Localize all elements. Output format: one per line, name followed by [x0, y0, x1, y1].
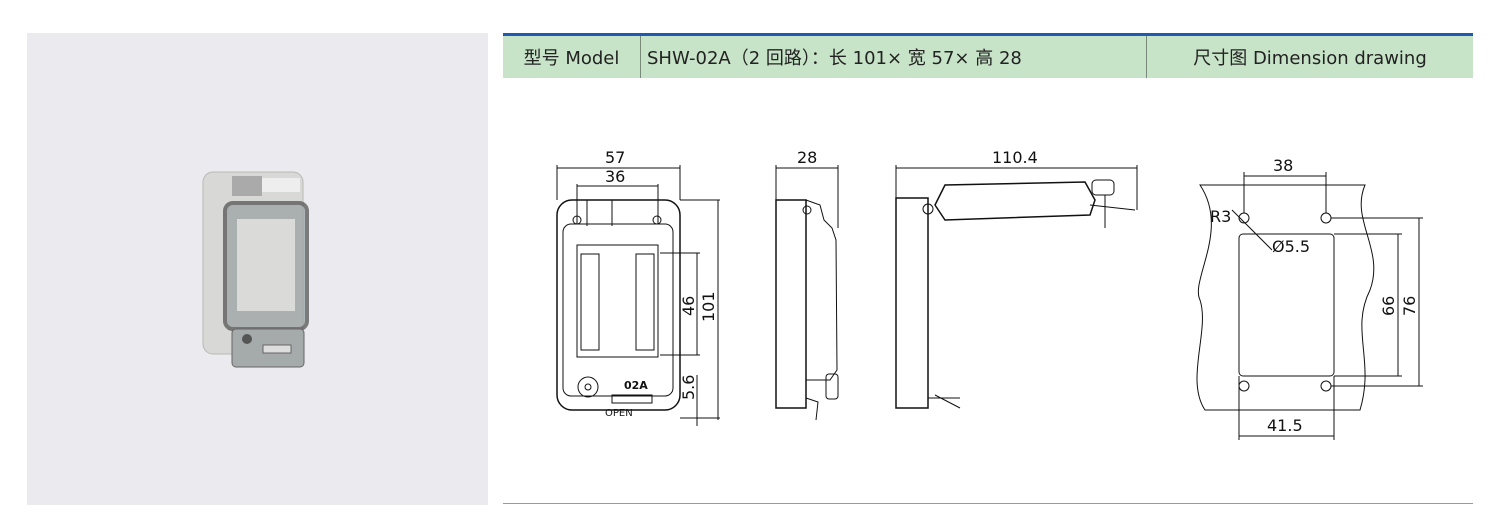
dim-open-length: 110.4 — [992, 148, 1038, 167]
dim-height: 101 — [699, 291, 718, 322]
model-label: 型号 Model — [503, 36, 641, 78]
dim-window-height: 46 — [679, 296, 698, 316]
dim-bottom-offset: 5.6 — [679, 375, 698, 400]
spec-header-row: 型号 Model SHW-02A（2 回路）：长 101× 宽 57× 高 28… — [503, 33, 1473, 78]
model-spec: SHW-02A（2 回路）：长 101× 宽 57× 高 28 — [641, 36, 1147, 78]
dim-depth: 28 — [797, 148, 817, 167]
dim-cutout-height: 66 — [1379, 296, 1398, 316]
enclosure-photo-illustration — [202, 171, 309, 368]
dim-hole-spacing-bottom: 41.5 — [1267, 416, 1303, 435]
dim-inner-width: 36 — [605, 167, 625, 186]
product-photo — [27, 33, 488, 505]
dim-hole-spacing-top: 38 — [1273, 156, 1293, 175]
dim-corner-radius: R3 — [1210, 207, 1231, 226]
dim-hole-spacing-vertical: 76 — [1400, 296, 1419, 316]
open-lid-view: 110.4 — [895, 148, 1138, 409]
model-mark: 02A — [624, 379, 648, 392]
bottom-divider — [503, 503, 1473, 504]
mounting-cutout-view: 38 41.5 R3 Ø5.5 66 76 — [1196, 156, 1423, 440]
dimension-drawing-label: 尺寸图 Dimension drawing — [1193, 48, 1427, 69]
dim-width: 57 — [605, 148, 625, 167]
open-mark: OPEN — [605, 408, 633, 419]
side-view: 28 — [775, 148, 839, 421]
front-view: 02A OPEN 57 36 46 101 5.6 — [556, 148, 720, 426]
dim-hole-diameter: Ø5.5 — [1272, 237, 1310, 256]
